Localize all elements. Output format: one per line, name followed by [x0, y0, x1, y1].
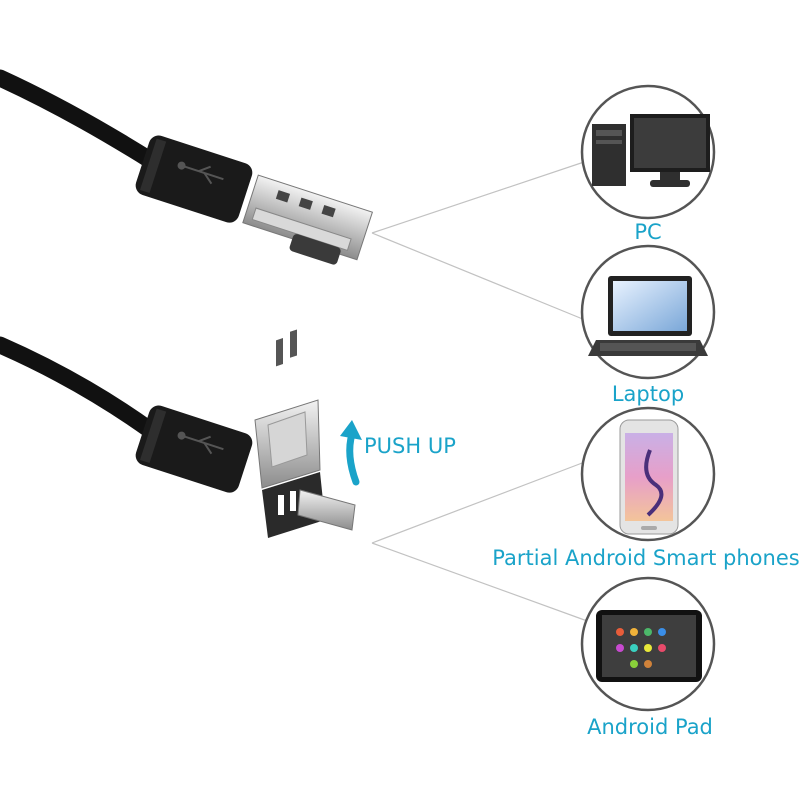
device-label-phone: Partial Android Smart phones	[492, 546, 800, 570]
connector-lines	[371, 159, 591, 623]
connector-line-tablet	[371, 542, 591, 623]
push-up-label: PUSH UP	[364, 434, 456, 458]
device-circle-tablet	[580, 576, 716, 712]
device-circle-pc	[580, 84, 716, 220]
device-label-pc: PC	[634, 220, 662, 244]
connector-line-laptop	[371, 232, 591, 323]
usb-plug-housing	[135, 135, 253, 223]
cable-wire	[0, 336, 159, 439]
usb-plug-housing	[135, 405, 253, 493]
usb-a-metal-connector-flipped	[254, 329, 321, 489]
device-label-tablet: Android Pad	[587, 715, 713, 739]
usb-otg-cable-bottom	[0, 329, 356, 538]
usb-symbol-icon	[177, 161, 224, 185]
device-circle-phone	[580, 406, 716, 542]
desktop-pc-icon	[592, 114, 710, 187]
tablet-icon	[596, 610, 702, 682]
laptop-icon	[588, 276, 708, 356]
usb-symbol-icon	[177, 431, 224, 455]
device-circle-laptop	[580, 244, 716, 380]
connector-line-phone	[371, 459, 591, 544]
usb-a-metal-connector	[242, 174, 374, 265]
connector-line-pc	[371, 159, 591, 234]
device-label-laptop: Laptop	[611, 382, 685, 406]
cable-wire	[0, 69, 159, 169]
micro-usb-connector	[262, 472, 356, 538]
smartphone-icon	[619, 419, 679, 535]
push-up-arrow-icon	[340, 420, 362, 486]
usb-otg-cable-top	[0, 69, 374, 265]
